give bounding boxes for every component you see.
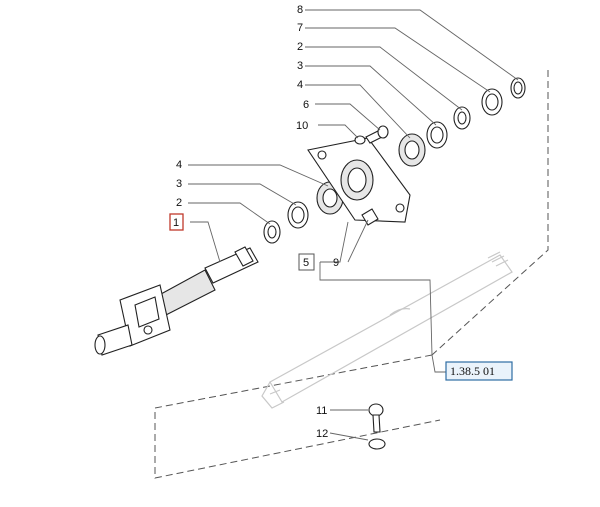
leader-lines: [188, 9, 519, 441]
callout-1-highlight-box: [169, 213, 184, 231]
callout-10: 10: [296, 120, 308, 132]
callout-3-upper: 3: [297, 60, 303, 72]
callout-8: 8: [297, 4, 303, 16]
intermediate-shaft-ghost: [261, 251, 513, 409]
callout-3-lower: 3: [176, 178, 182, 190]
reference-box[interactable]: [445, 361, 513, 381]
upper-bearing-stack: [398, 77, 526, 167]
callout-6: 6: [303, 99, 309, 111]
bottom-bolt: [368, 403, 386, 450]
flange-bolt: [354, 125, 389, 145]
callouts: 8 7 2 3 4 6 10 4 3 2 1 5 9 11 12: [169, 4, 339, 440]
callout-2-lower: 2: [176, 197, 182, 209]
set-screw: [361, 208, 379, 226]
callout-4-upper: 4: [297, 79, 303, 91]
callout-1: 1: [173, 217, 179, 229]
callout-12: 12: [316, 428, 328, 440]
steering-shaft-universal-joint: [94, 246, 259, 356]
callout-11: 11: [316, 405, 327, 417]
callout-5-box: [298, 253, 315, 271]
callout-4-lower: 4: [176, 159, 182, 171]
lower-washer-stack: [263, 181, 344, 244]
callout-9: 9: [333, 257, 339, 269]
callout-2-upper: 2: [297, 41, 303, 53]
callout-5: 5: [303, 257, 309, 269]
reference-label: 1.38.5 01: [450, 364, 495, 378]
callout-7: 7: [297, 22, 303, 34]
assembly-boundary: [154, 70, 549, 479]
reference-link[interactable]: 1.38.5 01: [445, 361, 513, 381]
